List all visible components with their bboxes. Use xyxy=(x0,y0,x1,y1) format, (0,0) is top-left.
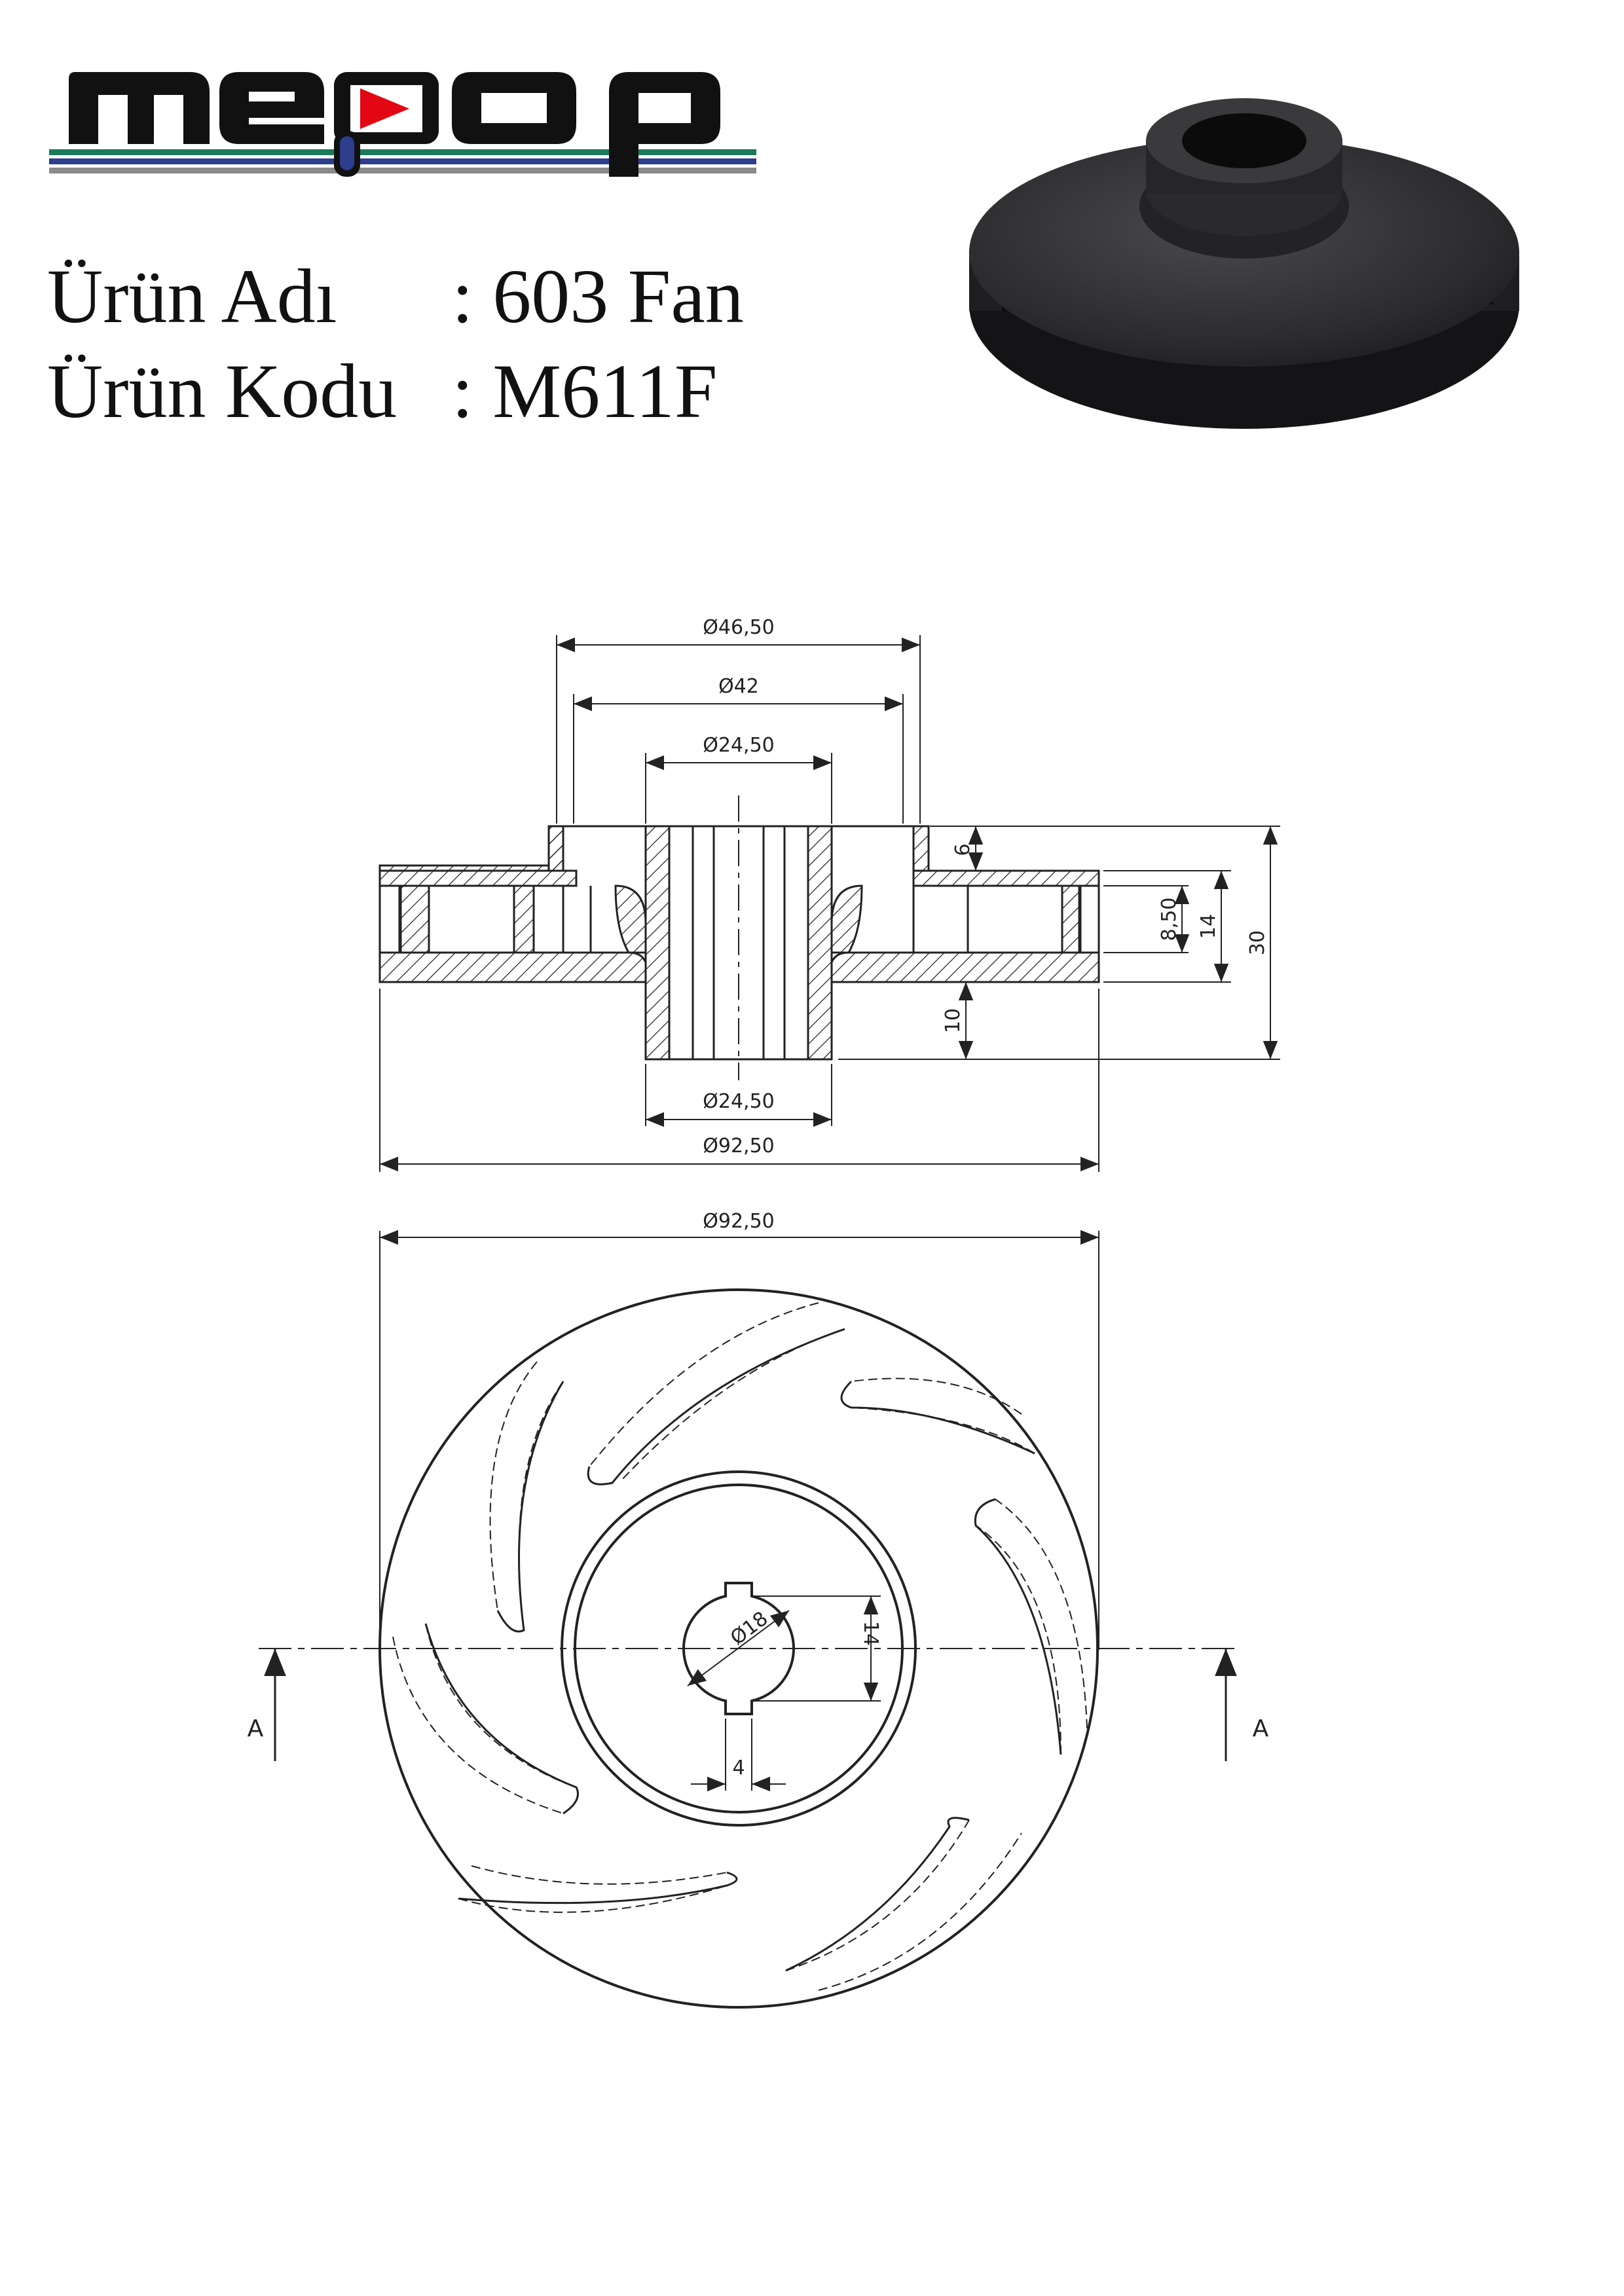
dim-h8-50: 8,50 xyxy=(1158,898,1181,941)
logo-stripes xyxy=(49,149,756,173)
product-code-label: Ürün Kodu xyxy=(47,348,397,434)
dim-w14: 14 xyxy=(859,1621,882,1646)
extension-lines xyxy=(379,635,1280,1172)
dim-d92-50-section: Ø92,50 xyxy=(703,1135,775,1157)
dim-h14: 14 xyxy=(1197,914,1220,939)
product-name-row: Ürün Adı: 603 Fan xyxy=(47,252,744,341)
dim-d42: Ø42 xyxy=(718,675,759,698)
product-code-value: M611F xyxy=(492,348,718,434)
dim-h10: 10 xyxy=(942,1008,965,1033)
dim-d24-50-top: Ø24,50 xyxy=(703,734,775,757)
front-dimension-texts: Ø92,50 Ø18 14 4 A A xyxy=(248,1210,1269,1779)
logo-red-triangle xyxy=(360,88,409,129)
impeller-vanes-hidden xyxy=(392,1302,1088,1991)
dim-d46-50: Ø46,50 xyxy=(703,616,775,639)
product-name-label: Ürün Adı xyxy=(47,253,337,339)
dimension-lines xyxy=(380,637,1278,1172)
section-mark-a-right: A xyxy=(1253,1715,1269,1742)
product-name-value: 603 Fan xyxy=(492,253,744,339)
dim-w4: 4 xyxy=(732,1757,745,1779)
front-view xyxy=(259,1230,1238,2009)
product-name-sep: : xyxy=(452,253,473,339)
hub-bore-lines xyxy=(668,826,809,1059)
dim-h6: 6 xyxy=(951,843,974,856)
section-view xyxy=(378,635,1280,1172)
dim-h30: 30 xyxy=(1246,930,1269,955)
dim-d18: Ø18 xyxy=(726,1607,772,1650)
section-mark-a-left: A xyxy=(248,1715,264,1742)
product-code-row: Ürün Kodu: M611F xyxy=(47,347,717,436)
product-code-sep: : xyxy=(452,348,473,434)
impeller-vane-slots xyxy=(424,1328,1062,1972)
dim-d24-50-bottom: Ø24,50 xyxy=(703,1090,775,1113)
logo-letters xyxy=(49,72,720,177)
impeller-photo xyxy=(969,98,1519,429)
section-dimension-texts: Ø46,50 Ø42 Ø24,50 Ø24,50 Ø92,50 6 8,50 1… xyxy=(703,616,1269,1157)
dim-d92-50-front: Ø92,50 xyxy=(703,1210,775,1233)
mepopa-logo xyxy=(49,72,756,177)
